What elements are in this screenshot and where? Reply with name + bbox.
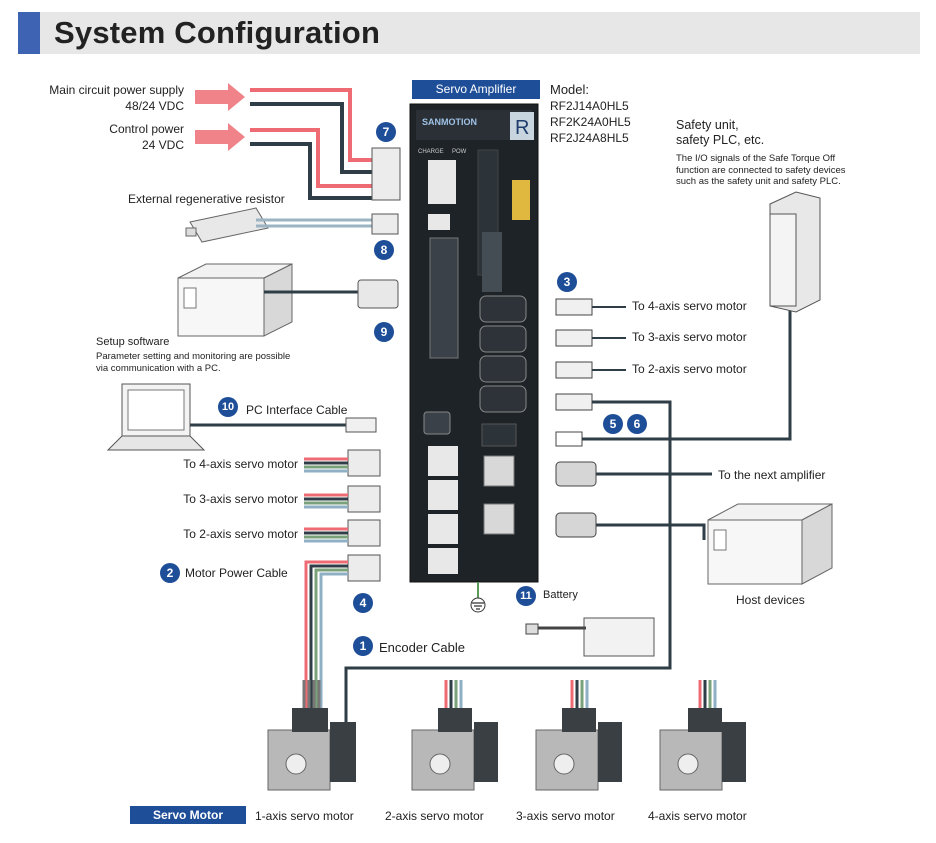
motor-power-cable-label: Motor Power Cable [185, 566, 288, 580]
ethernet-plugs [555, 461, 597, 538]
motor-4 [659, 680, 746, 791]
main-power-line2: 48/24 VDC [125, 99, 184, 113]
encoder-cable-label: Encoder Cable [379, 640, 465, 655]
encoder-connectors [555, 298, 593, 411]
right-host-device [707, 503, 833, 585]
encoder-target-3: To 3-axis servo motor [632, 330, 747, 344]
motor-power-wires [304, 457, 348, 708]
battery-unit [525, 617, 655, 657]
pc-cable-label: PC Interface Cable [246, 403, 348, 417]
encoder-cable [344, 400, 672, 722]
motor-label-4: 4-axis servo motor [648, 809, 747, 823]
usb-connector [345, 417, 377, 433]
setup-title: Setup software [96, 336, 170, 348]
regen-wire [256, 218, 372, 228]
setup-desc: Parameter setting and monitoring are pos… [96, 351, 291, 374]
control-power-line1: Control power [109, 122, 184, 136]
encoder-leader-lines [592, 306, 626, 371]
safety-cable [582, 300, 792, 441]
next-amp-label: To the next amplifier [718, 468, 826, 482]
safety-title-line1: Safety unit, [676, 118, 739, 132]
amp-logo: SANMOTION [422, 117, 477, 127]
safety-desc: The I/O signals of the Safe Torque Off f… [676, 153, 846, 187]
ground-symbol [470, 597, 486, 613]
laptop [106, 383, 206, 451]
dsub-connector [357, 279, 399, 309]
motor-2 [411, 680, 498, 791]
battery-label: Battery [543, 589, 578, 601]
safety-unit [769, 191, 821, 313]
badge-2: 2 [160, 563, 180, 583]
main-power-arrow [195, 83, 245, 111]
power-target-3: To 3-axis servo motor [183, 492, 298, 506]
left-host-device [177, 263, 293, 337]
badge-7: 7 [376, 122, 396, 142]
motor-power-connectors [347, 449, 381, 582]
page-title: System Configuration [54, 15, 381, 50]
amp-logo-r: R [515, 117, 529, 139]
badge-9: 9 [374, 322, 394, 342]
model-item-3: RF2J24A8HL5 [550, 131, 629, 145]
badge-4: 4 [353, 593, 373, 613]
control-power-line2: 24 VDC [141, 138, 184, 152]
motor-3 [535, 680, 622, 791]
safety-title-line2: safety PLC, etc. [676, 133, 765, 147]
regen-label: External regenerative resistor [128, 192, 285, 206]
model-item-2: RF2K24A0HL5 [550, 115, 631, 129]
model-heading: Model: [550, 82, 590, 97]
regen-connector [371, 213, 399, 235]
motor-label-2: 2-axis servo motor [385, 809, 484, 823]
badge-3: 3 [557, 272, 577, 292]
servo-amplifier-body [409, 103, 539, 583]
badge-6: 6 [627, 414, 647, 434]
badge-8: 8 [374, 240, 394, 260]
power-target-2: To 2-axis servo motor [183, 527, 298, 541]
control-power-arrow [195, 123, 245, 151]
motor-label-3: 3-axis servo motor [516, 809, 615, 823]
power-target-4: To 4-axis servo motor [183, 457, 298, 471]
title-accent [18, 12, 40, 54]
badge-5: 5 [603, 414, 623, 434]
model-item-1: RF2J14A0HL5 [550, 99, 629, 113]
amp-pow-label: POW [452, 149, 467, 155]
main-power-line1: Main circuit power supply [49, 83, 184, 97]
amp-charge-label: CHARGE [418, 149, 444, 155]
encoder-target-4: To 4-axis servo motor [632, 299, 747, 313]
host-devices-label: Host devices [736, 593, 805, 607]
title-bar: System Configuration [18, 12, 920, 54]
ethernet-cables [596, 472, 712, 540]
badge-1: 1 [353, 636, 373, 656]
power-connector [371, 147, 401, 201]
regen-resistor [185, 207, 269, 243]
badge-10: 10 [218, 397, 238, 417]
servo-amplifier-label: Servo Amplifier [412, 80, 540, 99]
motor-1 [267, 680, 356, 791]
motor-label-1: 1-axis servo motor [255, 809, 354, 823]
badge-11: 11 [516, 586, 536, 606]
encoder-target-2: To 2-axis servo motor [632, 362, 747, 376]
power-wires [250, 88, 372, 200]
servo-motor-label: Servo Motor [130, 806, 246, 824]
safety-connector [555, 431, 583, 447]
